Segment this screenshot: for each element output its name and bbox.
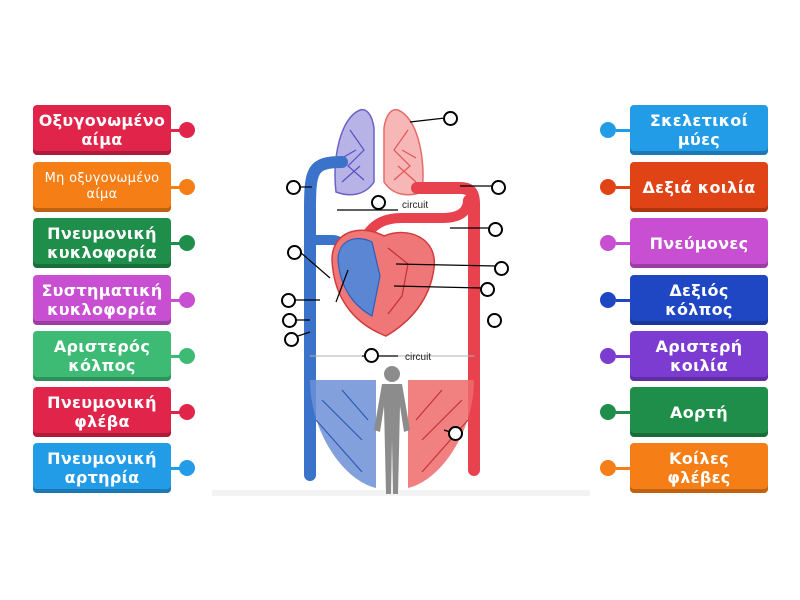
connector-knob[interactable]	[600, 292, 616, 308]
draggable-label-text: Πνευμονική αρτηρία	[47, 449, 157, 487]
connector-knob[interactable]	[600, 348, 616, 364]
draggable-label-text: Δεξιά κοιλία	[642, 177, 756, 197]
drop-target[interactable]	[282, 313, 297, 328]
draggable-label-lungs[interactable]: Πνεύμονες	[600, 218, 768, 268]
connector-knob[interactable]	[179, 404, 195, 420]
connector-knob[interactable]	[179, 460, 195, 476]
circulation-illustration	[212, 108, 590, 496]
connector-knob[interactable]	[179, 235, 195, 251]
connector-stem	[171, 411, 185, 414]
connector-stem	[171, 129, 185, 132]
draggable-label-text: Αριστερή κοιλία	[655, 337, 743, 375]
drop-target[interactable]	[286, 180, 301, 195]
connector-knob[interactable]	[600, 122, 616, 138]
drop-target[interactable]	[284, 332, 299, 347]
connector-stem	[171, 299, 185, 302]
upper-circuit-label: circuit	[402, 200, 429, 211]
draggable-label-text: Σκελετικοί μύες	[649, 111, 749, 149]
draggable-label-skeletal-muscles[interactable]: Σκελετικοί μύες	[600, 105, 768, 155]
lower-circuit-label: circuit	[405, 352, 432, 363]
connector-knob[interactable]	[179, 179, 195, 195]
connector-stem	[616, 129, 630, 132]
draggable-label-left-atrium[interactable]: Αριστερός κόλπος	[33, 331, 195, 381]
draggable-label-text: Δεξιός κόλπος	[665, 281, 733, 319]
draggable-label-pulmonary-artery[interactable]: Πνευμονική αρτηρία	[33, 443, 195, 493]
draggable-label-deoxygenated-blood[interactable]: Μη οξυγονωμένο αίμα	[33, 162, 195, 212]
connector-stem	[616, 355, 630, 358]
connector-knob[interactable]	[600, 404, 616, 420]
draggable-label-text: Πνευμονική κυκλοφορία	[47, 224, 157, 262]
draggable-label-text: Κοίλες φλέβες	[667, 449, 731, 487]
draggable-label-right-atrium[interactable]: Δεξιός κόλπος	[600, 275, 768, 325]
heart-illustration	[331, 229, 435, 337]
draggable-label-text: Συστηματική κυκλοφορία	[41, 281, 163, 319]
drop-target[interactable]	[443, 111, 458, 126]
lungs-illustration	[334, 108, 424, 196]
draggable-label-text: Πνεύμονες	[649, 233, 749, 253]
connector-stem	[171, 355, 185, 358]
draggable-label-text: Οξυγονωμένο αίμα	[38, 111, 166, 149]
capillary-beds-illustration	[310, 380, 474, 488]
draggable-label-text: Μη οξυγονωμένο αίμα	[44, 171, 160, 202]
connector-stem	[616, 467, 630, 470]
connector-knob[interactable]	[600, 235, 616, 251]
draggable-label-systemic-circulation[interactable]: Συστηματική κυκλοφορία	[33, 275, 195, 325]
draggable-label-venae-cavae[interactable]: Κοίλες φλέβες	[600, 443, 768, 493]
draggable-label-oxygenated-blood[interactable]: Οξυγονωμένο αίμα	[33, 105, 195, 155]
connector-stem	[616, 242, 630, 245]
drop-target[interactable]	[364, 348, 379, 363]
drop-target[interactable]	[287, 245, 302, 260]
human-figure-icon	[374, 366, 410, 494]
label-leader-lines	[291, 117, 497, 433]
draggable-label-text: Πνευμονική φλέβα	[47, 393, 157, 431]
draggable-label-text: Αορτή	[670, 402, 728, 422]
connector-knob[interactable]	[600, 460, 616, 476]
connector-knob[interactable]	[179, 348, 195, 364]
drop-target[interactable]	[480, 282, 495, 297]
connector-stem	[616, 411, 630, 414]
drop-target[interactable]	[494, 261, 509, 276]
drop-target[interactable]	[491, 180, 506, 195]
connector-stem	[616, 186, 630, 189]
draggable-label-text: Αριστερός κόλπος	[53, 337, 151, 375]
connector-knob[interactable]	[179, 122, 195, 138]
draggable-label-pulmonary-vein[interactable]: Πνευμονική φλέβα	[33, 387, 195, 437]
connector-stem	[616, 299, 630, 302]
draggable-label-aorta[interactable]: Αορτή	[600, 387, 768, 437]
connector-stem	[171, 242, 185, 245]
drop-target[interactable]	[371, 195, 386, 210]
connector-knob[interactable]	[600, 179, 616, 195]
connector-knob[interactable]	[179, 292, 195, 308]
drop-target[interactable]	[448, 426, 463, 441]
draggable-label-left-ventricle[interactable]: Αριστερή κοιλία	[600, 331, 768, 381]
drop-target[interactable]	[487, 313, 502, 328]
draggable-label-right-ventricle[interactable]: Δεξιά κοιλία	[600, 162, 768, 212]
circulatory-system-diagram: circuit circuit	[212, 100, 590, 500]
connector-stem	[171, 467, 185, 470]
connector-stem	[171, 186, 185, 189]
drop-target[interactable]	[488, 222, 503, 237]
draggable-label-pulmonary-circulation[interactable]: Πνευμονική κυκλοφορία	[33, 218, 195, 268]
drop-target[interactable]	[281, 293, 296, 308]
